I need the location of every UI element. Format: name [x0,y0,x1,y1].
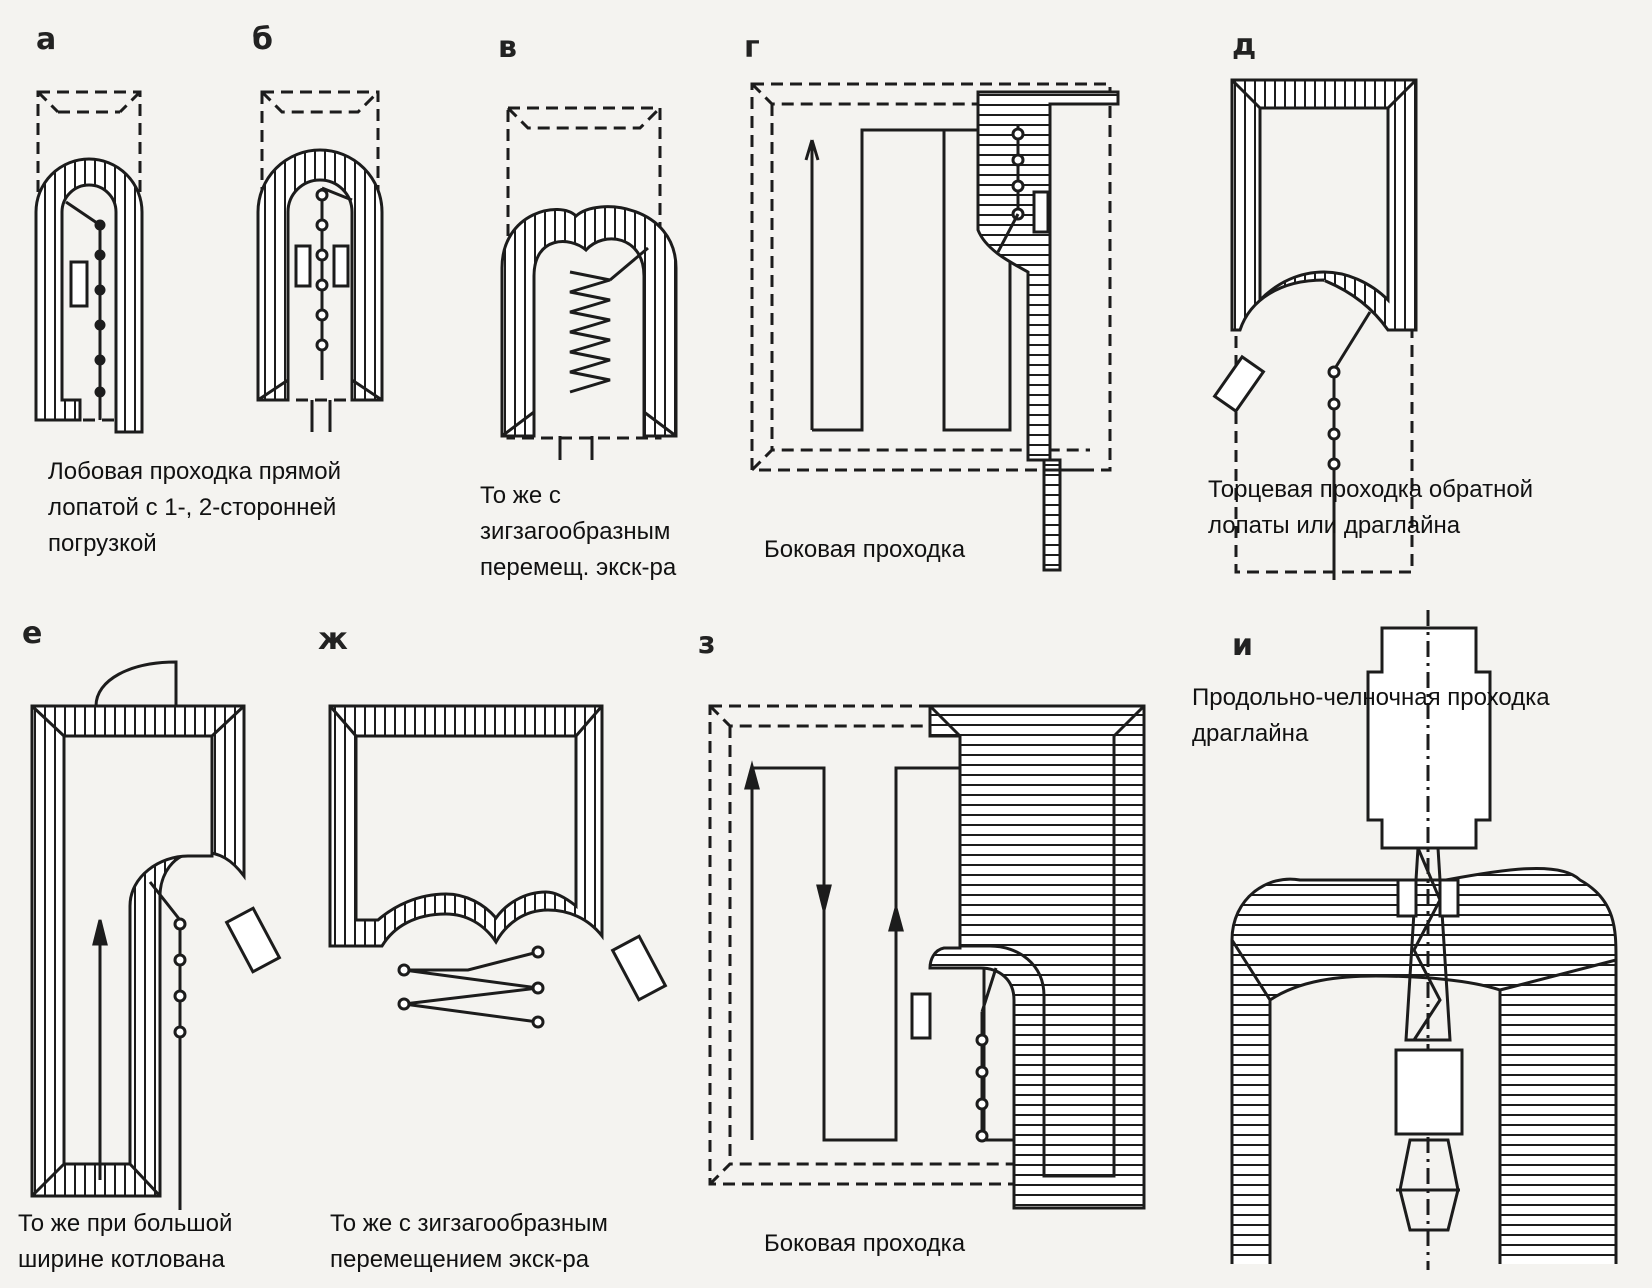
caption-d-line-1: Торцевая проходка обратной [1208,476,1534,503]
panel-label-e: е [22,616,43,651]
caption-i: Продольно-челночная проходка драглайна [1192,680,1550,752]
caption-e: То же при большой ширине котлована [18,1206,232,1278]
panel-e-drawing [30,660,282,1210]
panel-zh-drawing [328,704,668,1029]
panel-label-a: а [36,22,57,57]
caption-d: Торцевая проходка обратной лопаты или др… [1208,472,1533,544]
panel-z-drawing [708,704,1146,1210]
panel-b-drawing [256,90,384,432]
caption-g-line-1: Боковая проходка [764,536,966,563]
panel-label-v: в [498,30,517,65]
panel-label-i: и [1232,628,1254,663]
caption-zh-line-2: перемещением экск-ра [330,1246,590,1273]
caption-g: Боковая проходка [764,532,965,568]
caption-zh: То же с зигзагообразным перемещением экс… [330,1206,608,1278]
panel-label-zh: ж [318,622,348,657]
caption-i-line-1: Продольно-челночная проходка [1192,684,1550,711]
caption-e-line-2: ширине котлована [18,1246,225,1273]
panel-a-drawing [34,90,144,434]
caption-a: Лобовая проходка прямой лопатой с 1-, 2-… [48,454,341,562]
caption-v-line-1: То же с [480,482,561,509]
panel-label-b: б [252,22,273,57]
caption-a-line-1: Лобовая проходка прямой [48,458,342,485]
caption-v-line-3: перемещ. экск-ра [480,554,677,581]
caption-i-line-2: драглайна [1192,720,1309,747]
caption-z-line-1: Боковая проходка [764,1230,966,1257]
caption-e-line-1: То же при большой [18,1210,233,1237]
caption-z: Боковая проходка [764,1226,965,1262]
caption-a-line-3: погрузкой [48,530,157,557]
panel-v-drawing [500,106,678,460]
panel-label-z: з [698,626,716,661]
caption-v-line-2: зигзагообразным [480,518,671,545]
caption-zh-line-1: То же с зигзагообразным [330,1210,608,1237]
caption-a-line-2: лопатой с 1-, 2-сторонней [48,494,337,521]
caption-v: То же с зигзагообразным перемещ. экск-ра [480,478,676,586]
panel-g-drawing [750,82,1120,572]
panel-label-d: д [1232,28,1257,63]
caption-d-line-2: лопаты или драглайна [1208,512,1461,539]
panel-d-drawing [1212,78,1418,580]
panel-i-drawing [1230,610,1618,1270]
panel-label-g: г [744,30,760,65]
